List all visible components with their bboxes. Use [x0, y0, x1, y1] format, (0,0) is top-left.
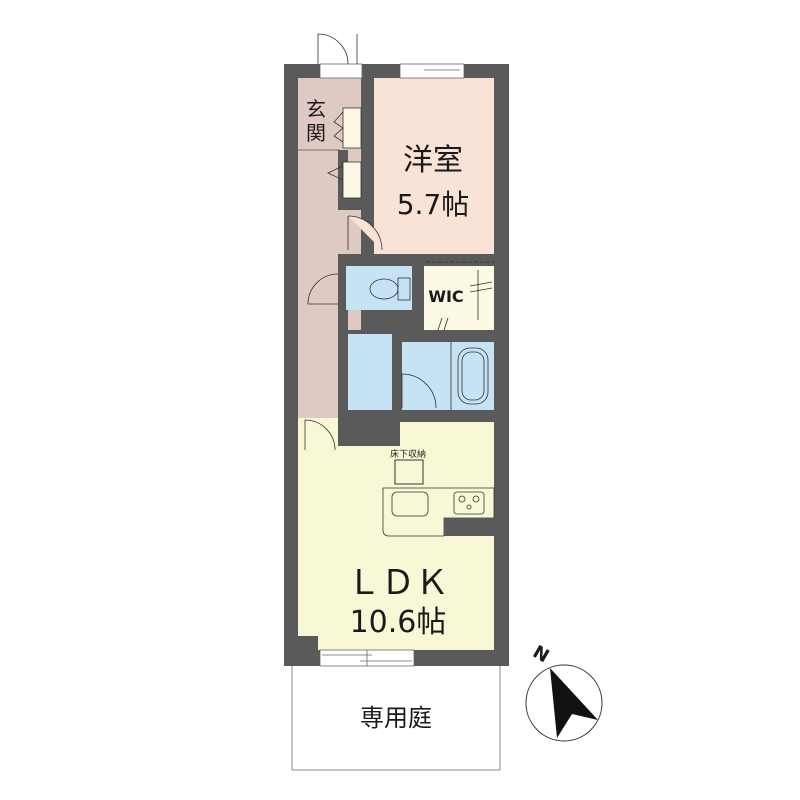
door-bathroom	[401, 373, 437, 409]
wic-label: WIC	[428, 287, 463, 306]
bathtub-icon	[457, 347, 489, 405]
western-room-size: 5.7帖	[397, 188, 470, 221]
entrance-door	[317, 33, 349, 65]
private-garden-label: 専用庭	[360, 704, 432, 732]
western-room-label: 洋室	[403, 143, 463, 178]
door-ldk	[304, 419, 336, 451]
window-western-room	[399, 63, 465, 79]
stove-icon	[453, 491, 485, 515]
wic-floor	[424, 266, 494, 330]
shoe-cabinet	[342, 107, 362, 149]
door-toilet	[307, 273, 339, 305]
underfloor-storage-label: 床下収納	[390, 448, 426, 460]
underfloor-storage	[394, 459, 424, 485]
ldk-size: 10.6帖	[350, 605, 447, 640]
north-compass-icon: N	[525, 642, 603, 742]
door-western-room	[347, 215, 383, 251]
private-garden-outline	[291, 666, 501, 771]
compass-north-label: N	[529, 642, 553, 668]
entrance-door-frame	[319, 63, 363, 79]
sink-icon	[391, 491, 429, 517]
entrance-label-1: 玄	[306, 97, 326, 121]
toilet-icon	[369, 278, 399, 300]
ldk-label: ＬＤＫ	[347, 563, 449, 603]
western-room-floor	[374, 78, 494, 254]
entrance-label-2: 関	[306, 121, 326, 145]
shoe-cabinet-2	[342, 161, 362, 199]
